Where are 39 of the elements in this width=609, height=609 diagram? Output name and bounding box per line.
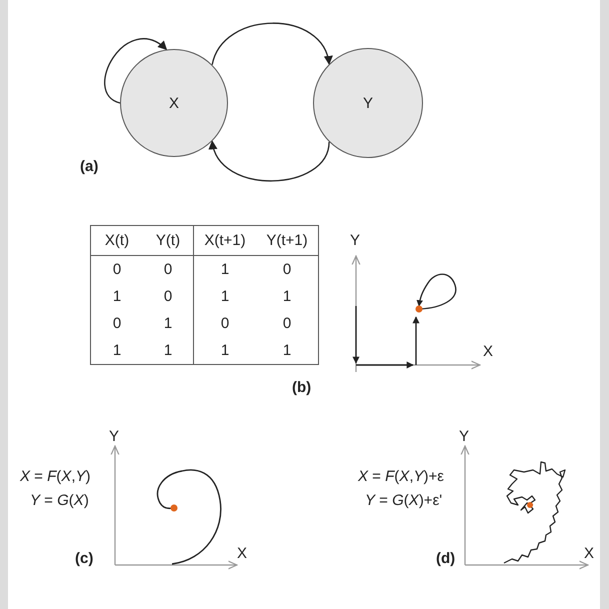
table-cell: 1 <box>194 337 256 364</box>
column-header: X(t+1) <box>194 226 256 256</box>
table-cell: 0 <box>194 310 256 337</box>
table-cell: 0 <box>90 310 143 337</box>
arrow <box>104 38 168 104</box>
table-cell: 0 <box>256 310 318 337</box>
table-cell: 0 <box>90 256 143 283</box>
table-cell: 1 <box>90 337 143 364</box>
panel-letter: (a) <box>80 158 98 176</box>
table-cell: 0 <box>143 256 194 283</box>
column-header: Y(t) <box>143 226 194 256</box>
panel-letter: (c) <box>75 550 94 568</box>
table-cell: 1 <box>256 337 318 364</box>
column-header: X(t) <box>90 226 143 256</box>
table-cell: 0 <box>256 256 318 283</box>
axis-label: Y <box>350 232 360 250</box>
equation: Y = G(X) <box>30 492 89 510</box>
node-label: Y <box>362 94 373 112</box>
table-cell: 1 <box>256 283 318 310</box>
table-cell: 1 <box>194 256 256 283</box>
arrow <box>210 140 330 182</box>
axis-label: X <box>237 545 248 563</box>
axis-label: Y <box>109 428 120 446</box>
equation: Y = G(X)+ε' <box>365 492 442 510</box>
table-cell: 1 <box>143 337 194 364</box>
equation: X = F(X,Y) <box>20 468 90 486</box>
column-header: Y(t+1) <box>256 226 318 256</box>
table-cell: 1 <box>194 283 256 310</box>
arrow <box>212 22 332 66</box>
panel-letter: (d) <box>436 550 456 568</box>
axis-label: Y <box>459 428 470 446</box>
axis-label: X <box>483 343 494 361</box>
table-cell: 1 <box>90 283 143 310</box>
table-cell: 1 <box>143 310 194 337</box>
equation: X = F(X,Y)+ε <box>358 468 444 486</box>
table-cell: 0 <box>143 283 194 310</box>
axis-label: X <box>584 545 594 563</box>
panel-letter: (b) <box>292 379 312 397</box>
node-label: X <box>168 94 179 112</box>
